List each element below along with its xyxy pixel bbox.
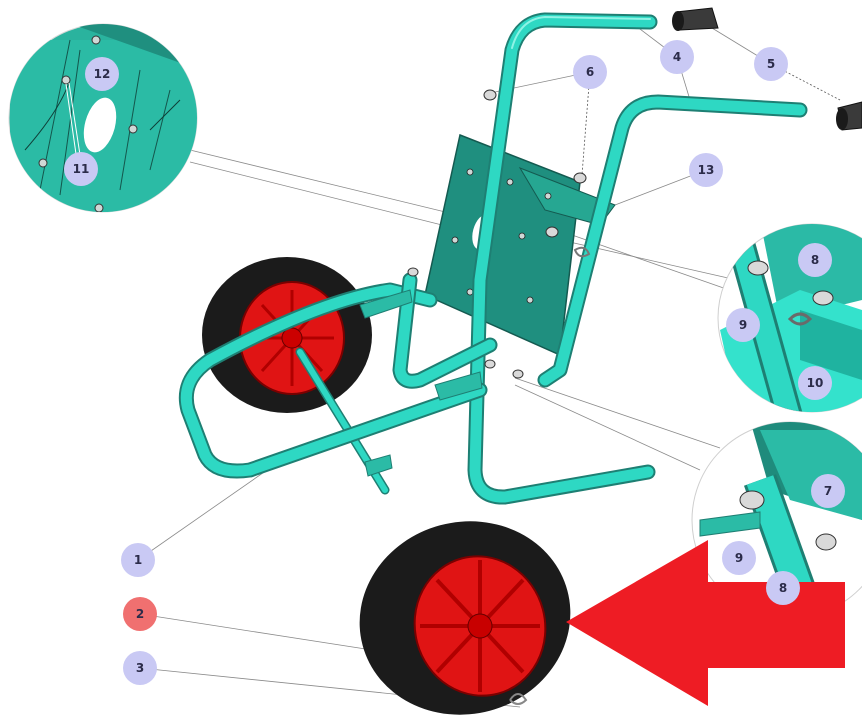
callout-badge[interactable]: 7	[811, 474, 845, 508]
callout-badge[interactable]: 9	[726, 308, 760, 342]
detail-view-plate	[8, 23, 198, 213]
callout-label: 5	[767, 57, 775, 71]
assembled-trolley	[178, 12, 808, 505]
callout-label: 1	[134, 553, 142, 567]
callout-label: 11	[73, 162, 90, 176]
callout-label: 8	[811, 253, 819, 267]
callout-badge[interactable]: 4	[660, 40, 694, 74]
callout-label: 3	[136, 661, 144, 675]
callout-badge[interactable]: 12	[85, 57, 119, 91]
callout-label: 6	[586, 65, 594, 79]
callout-label: 13	[698, 163, 715, 177]
callout-label: 4	[673, 50, 681, 64]
pointer-arrow-icon	[566, 540, 845, 706]
callout-badge[interactable]: 2	[123, 597, 157, 631]
callout-label: 10	[807, 376, 824, 390]
callout-badge[interactable]: 13	[689, 153, 723, 187]
callout-label: 8	[779, 581, 787, 595]
retaining-clip	[509, 693, 528, 705]
callout-label: 9	[739, 318, 747, 332]
callout-badge[interactable]: 8	[766, 571, 800, 605]
callout-badge[interactable]: 11	[64, 152, 98, 186]
callout-label: 7	[824, 484, 832, 498]
callout-badge[interactable]: 8	[798, 243, 832, 277]
callout-label: 9	[735, 551, 743, 565]
callout-badge[interactable]: 10	[798, 366, 832, 400]
callout-badge[interactable]: 3	[123, 651, 157, 685]
spare-wheel	[359, 521, 571, 715]
callout-badge[interactable]: 1	[121, 543, 155, 577]
callout-label: 12	[94, 67, 111, 81]
handle-grip-icon	[672, 7, 862, 131]
callout-badge[interactable]: 5	[754, 47, 788, 81]
callout-label: 2	[136, 607, 144, 621]
callout-badge[interactable]: 9	[722, 541, 756, 575]
callout-badge[interactable]: 6	[573, 55, 607, 89]
callout-badges: 12 11 6 4 5 13 8 9	[64, 40, 845, 685]
